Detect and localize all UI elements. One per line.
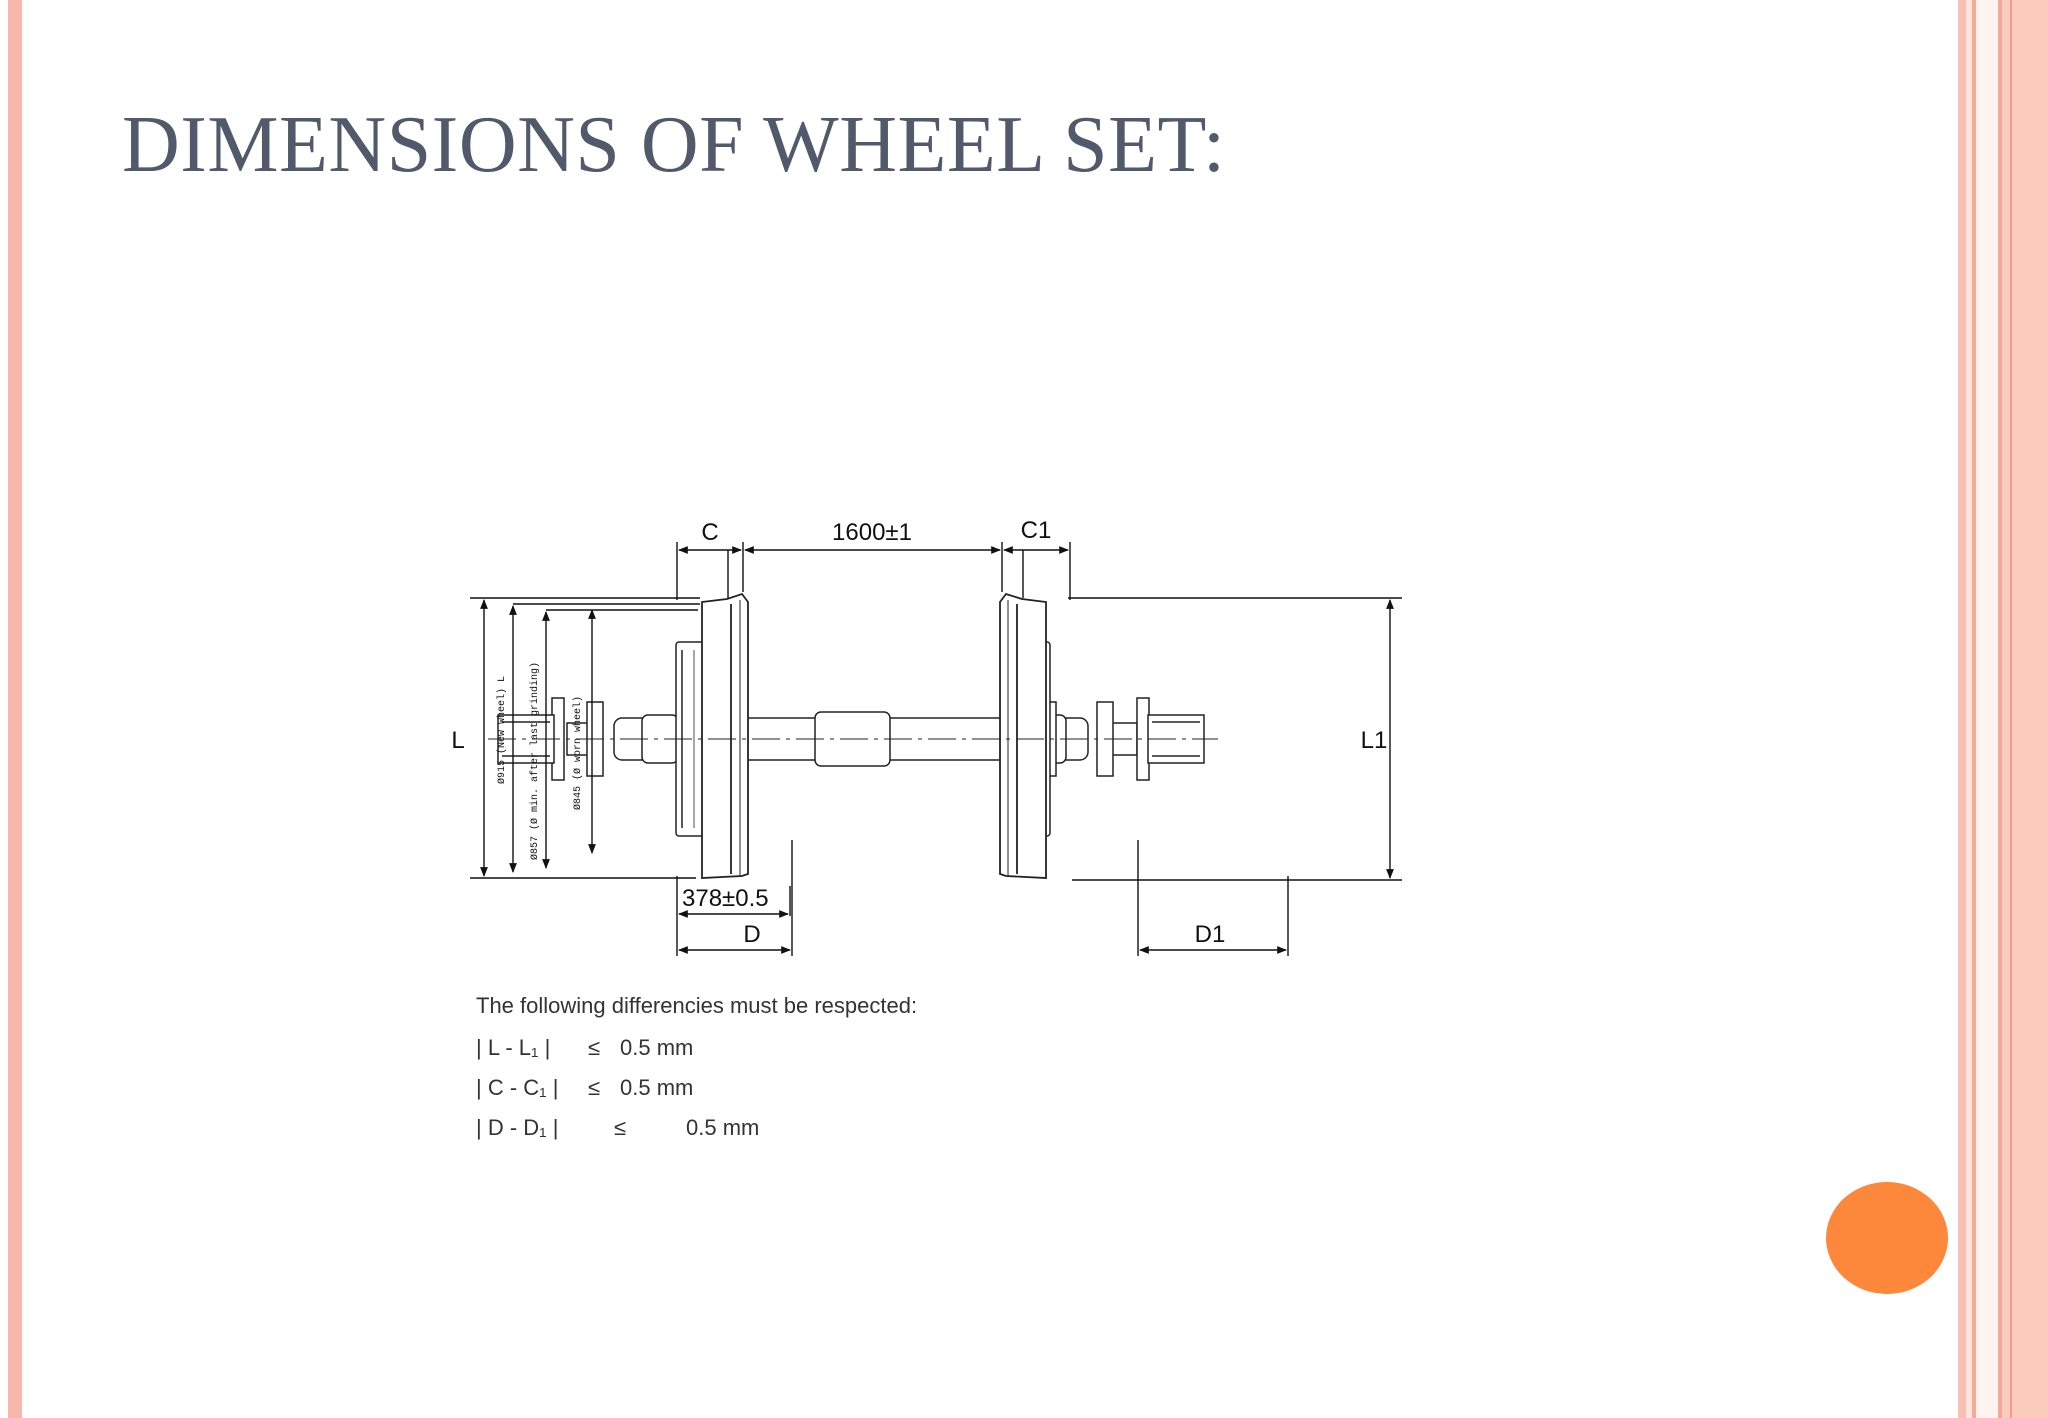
diameter-note-worn-wheel: Ø845 (Ø worn wheel) — [572, 696, 584, 810]
dim-label-d: D — [743, 921, 760, 948]
dim-label-offset: 378±0.5 — [682, 885, 769, 912]
left-border-strip — [8, 0, 22, 1418]
dim-label-c: C — [701, 519, 718, 546]
tolerance-operator: ≤ — [588, 1075, 601, 1100]
diameter-note-min-grinding: Ø857 (Ø min. after last grinding) — [529, 662, 541, 860]
tolerance-value: 0.5 mm — [620, 1035, 694, 1060]
dim-label-l1: L1 — [1361, 727, 1388, 754]
bottom-dimension-lines — [676, 840, 1289, 956]
tolerance-notes: The following differencies must be respe… — [476, 992, 1036, 1154]
decorative-orange-circle — [1826, 1182, 1948, 1294]
dim-label-track: 1600±1 — [832, 519, 912, 546]
wheel-set-diagram: C 1600±1 C1 L Ø915 (New wheel) L Ø857 (Ø… — [451, 517, 1402, 956]
tolerance-operator: ≤ — [614, 1115, 627, 1140]
tolerance-row-c: | C - C₁ | ≤ 0.5 mm — [476, 1074, 1036, 1114]
tolerance-expression: | L - L₁ | — [476, 1035, 551, 1060]
dim-label-l: L — [451, 727, 464, 754]
top-dimension-lines — [676, 542, 1071, 600]
dim-label-c1: C1 — [1021, 517, 1052, 544]
tolerance-intro: The following differencies must be respe… — [476, 993, 918, 1018]
tolerance-expression: | C - C₁ | — [476, 1075, 559, 1100]
tolerance-operator: ≤ — [588, 1035, 601, 1060]
tolerance-row-l: | L - L₁ | ≤ 0.5 mm — [476, 1034, 1036, 1074]
wheel-right — [999, 592, 1047, 879]
diameter-dimension-lines — [470, 597, 700, 879]
tolerance-row-d: | D - D₁ | ≤ 0.5 mm — [476, 1114, 1036, 1154]
diameter-note-new-wheel: Ø915 (New wheel) L — [496, 676, 508, 784]
tolerance-value: 0.5 mm — [620, 1075, 694, 1100]
right-dimension-lines — [1068, 597, 1402, 881]
dim-label-d1: D1 — [1195, 921, 1226, 948]
tolerance-value: 0.5 mm — [686, 1115, 760, 1140]
slide-title: DIMENSIONS OF WHEEL SET: — [122, 101, 1226, 189]
tolerance-expression: | D - D₁ | — [476, 1115, 559, 1140]
right-border-stripes — [1958, 0, 2048, 1418]
wheel-left — [701, 592, 749, 879]
